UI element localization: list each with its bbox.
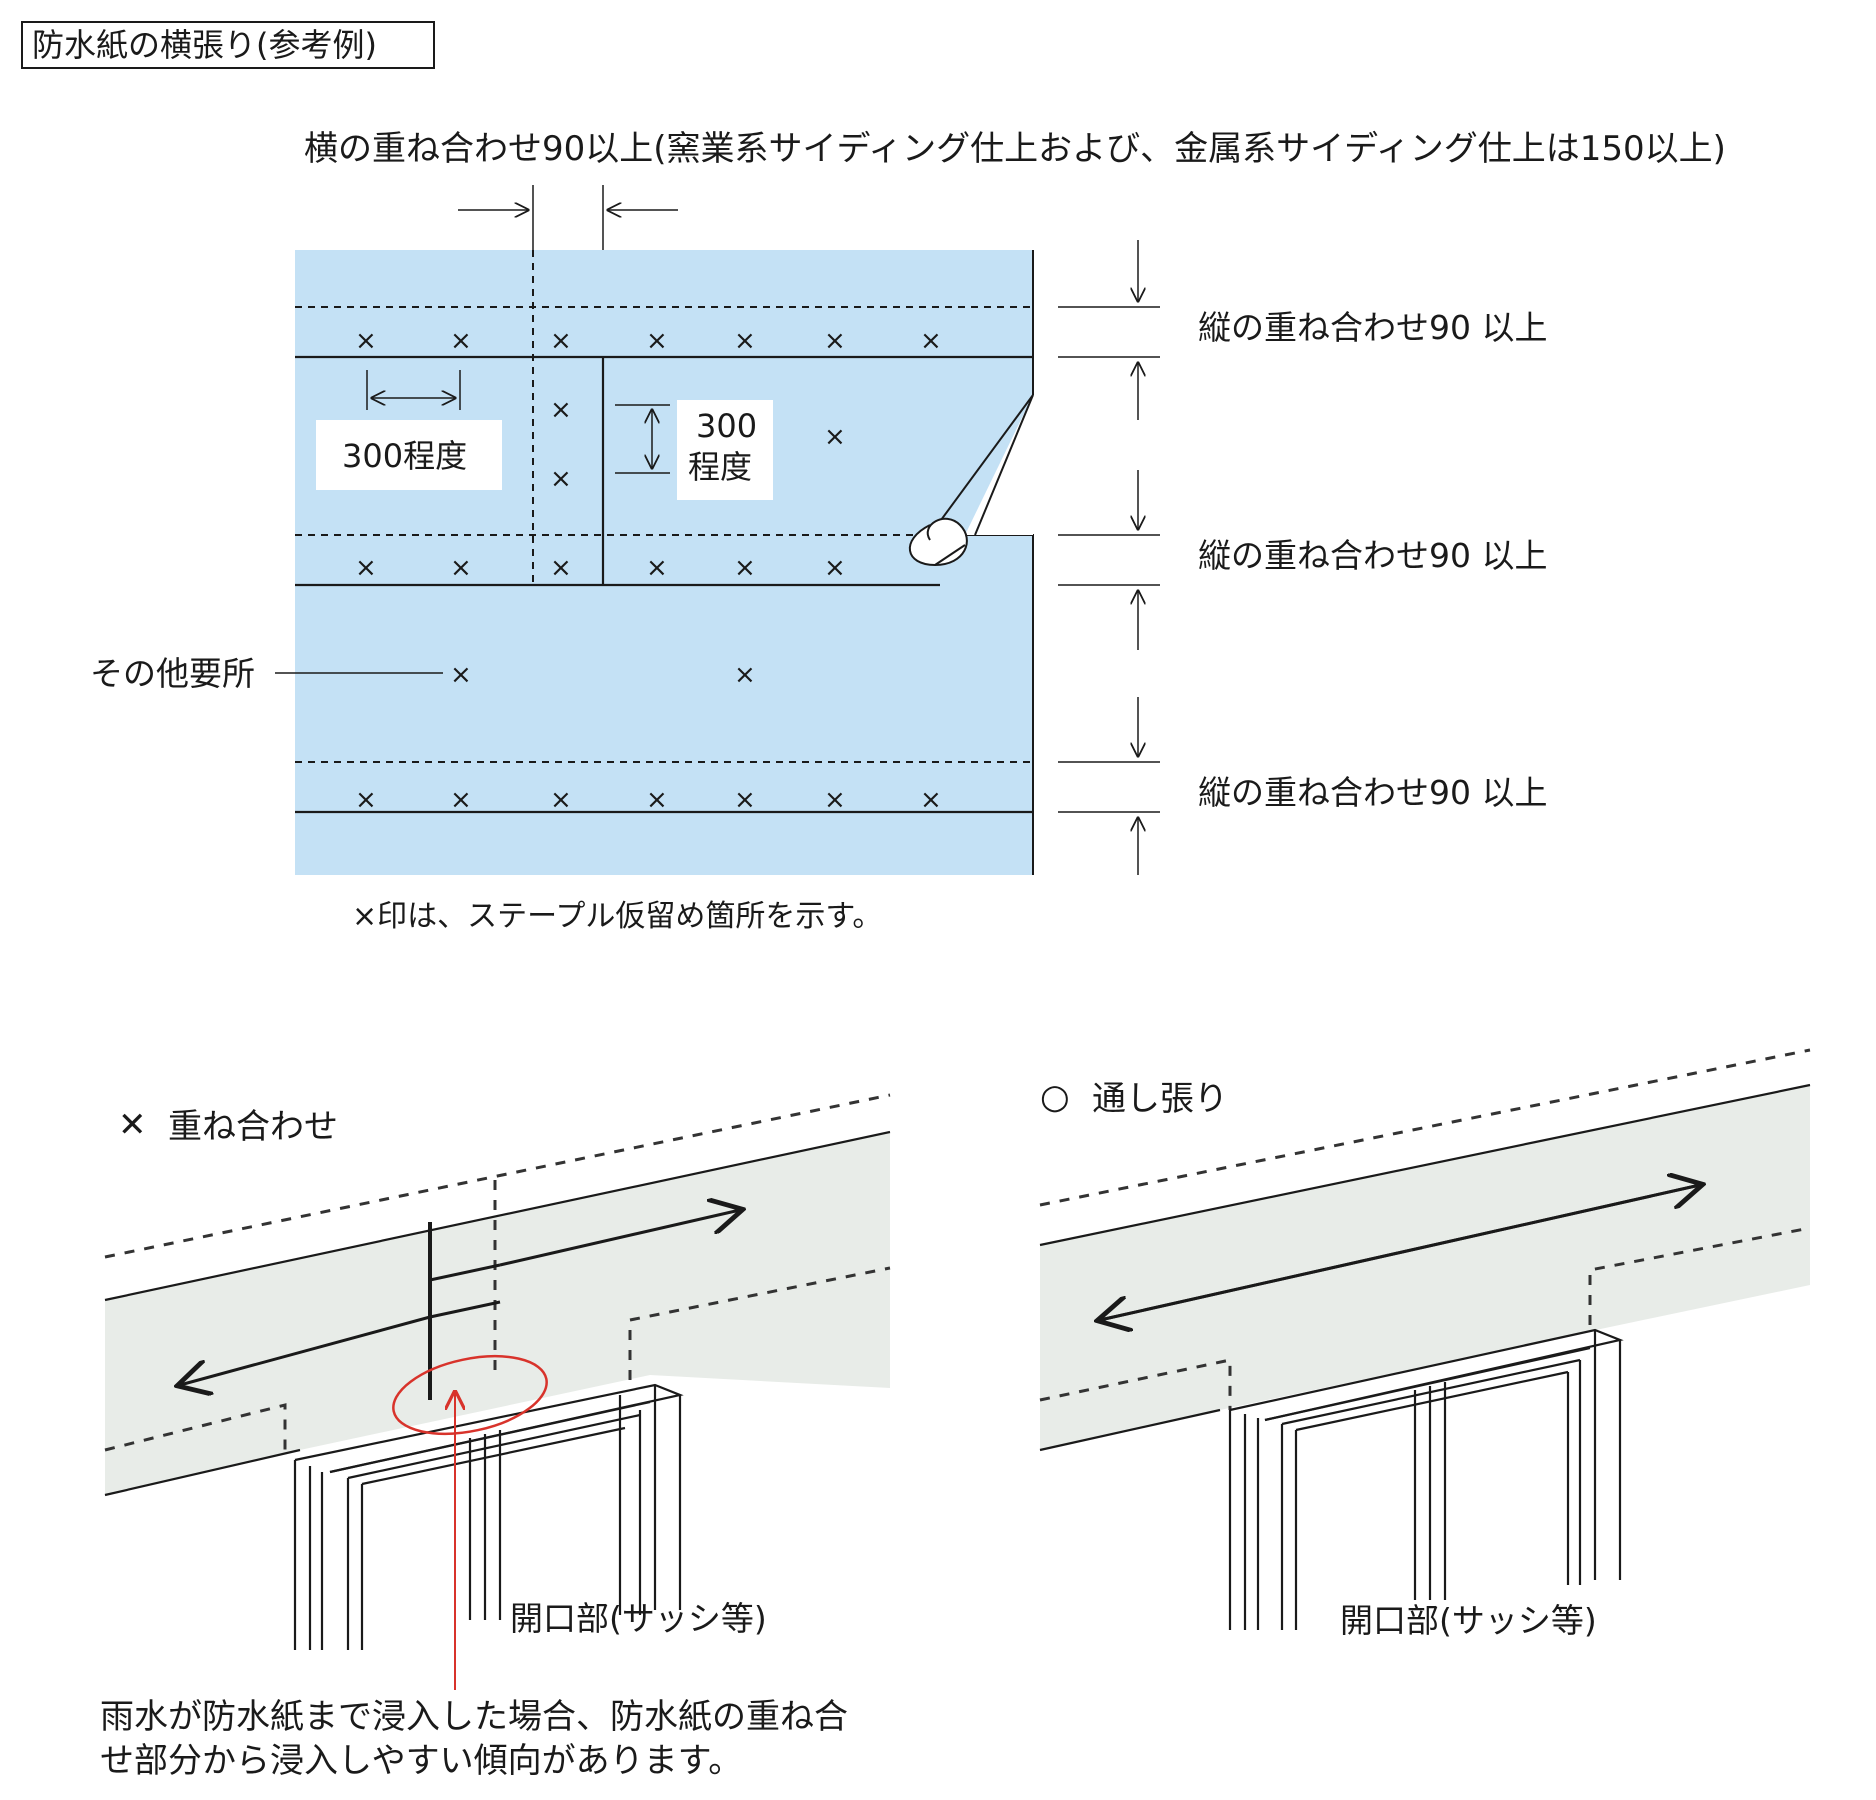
horizontal-spacing-label: 300程度: [342, 437, 467, 475]
good-wall-band: [1040, 1085, 1810, 1450]
bad-example: ✕ 重ね合わせ 開口部(サッシ等): [104, 1093, 891, 1690]
staple-marker: ×: [824, 326, 846, 356]
staple-marker: ×: [920, 785, 942, 815]
vertical-spacing-label-2: 程度: [688, 448, 752, 486]
vertical-overlap-label-1: 縦の重ね合わせ90 以上: [1198, 308, 1547, 347]
vertical-overlap-label-2: 縦の重ね合わせ90 以上: [1198, 536, 1547, 575]
staple-marker: ×: [646, 553, 668, 583]
staple-marker: ×: [550, 464, 572, 494]
staple-marker: ×: [646, 785, 668, 815]
vertical-overlap-dimensions: [1058, 240, 1160, 875]
staple-marker: ×: [550, 553, 572, 583]
other-points-label: その他要所: [90, 654, 255, 693]
staple-marker: ×: [734, 553, 756, 583]
bottom-note-line1: 雨水が防水紙まで浸入した場合、防水紙の重ね合: [100, 1697, 848, 1737]
good-mark: ○: [1040, 1077, 1070, 1117]
vertical-spacing-dimension: [615, 404, 670, 474]
horizontal-overlap-note: 横の重ね合わせ90以上(窯業系サイディング仕上および、金属系サイディング仕上は1…: [304, 129, 1726, 169]
staple-marker: ×: [450, 660, 472, 690]
leak-point-highlight: [392, 1354, 548, 1436]
staple-markers: × × × × × × × × × × × × × × × × × × × × …: [355, 326, 942, 815]
staple-marker: ×: [355, 326, 377, 356]
staple-marker: ×: [734, 785, 756, 815]
vertical-spacing-box: [677, 400, 773, 500]
staple-note: ×印は、ステープル仮留め箇所を示す。: [352, 899, 882, 934]
horizontal-spacing-dimension: [366, 370, 461, 410]
staple-marker: ×: [450, 553, 472, 583]
staple-marker: ×: [355, 785, 377, 815]
staple-marker: ×: [550, 395, 572, 425]
bad-mark: ✕: [118, 1105, 147, 1145]
staple-marker: ×: [550, 326, 572, 356]
staple-marker: ×: [450, 785, 472, 815]
vertical-spacing-label-1: 300: [696, 407, 757, 445]
staple-marker: ×: [646, 326, 668, 356]
staple-marker: ×: [355, 553, 377, 583]
staple-marker: ×: [550, 785, 572, 815]
staple-marker: ×: [824, 422, 846, 452]
bottom-note-line2: せ部分から浸入しやすい傾向があります。: [100, 1741, 742, 1781]
horizontal-spacing-box: [316, 420, 502, 490]
staple-marker: ×: [824, 785, 846, 815]
staple-marker: ×: [734, 660, 756, 690]
bad-opening-label: 開口部(サッシ等): [510, 1599, 767, 1638]
staple-marker: ×: [824, 553, 846, 583]
staple-marker: ×: [920, 326, 942, 356]
vertical-overlap-label-3: 縦の重ね合わせ90 以上: [1198, 773, 1547, 812]
bad-example-title: 重ね合わせ: [168, 1107, 338, 1147]
staple-marker: ×: [734, 326, 756, 356]
figure-title: 防水紙の横張り(参考例): [32, 26, 377, 64]
good-opening-label: 開口部(サッシ等): [1340, 1601, 1597, 1640]
good-example: ○ 通し張り 開口部(サッシ等): [1039, 1048, 1811, 1640]
waterproof-sheet: [295, 250, 1034, 875]
staple-marker: ×: [450, 326, 472, 356]
bad-wall-band: [105, 1132, 890, 1495]
title-box: 防水紙の横張り(参考例): [21, 21, 435, 69]
good-example-title: 通し張り: [1092, 1079, 1228, 1119]
